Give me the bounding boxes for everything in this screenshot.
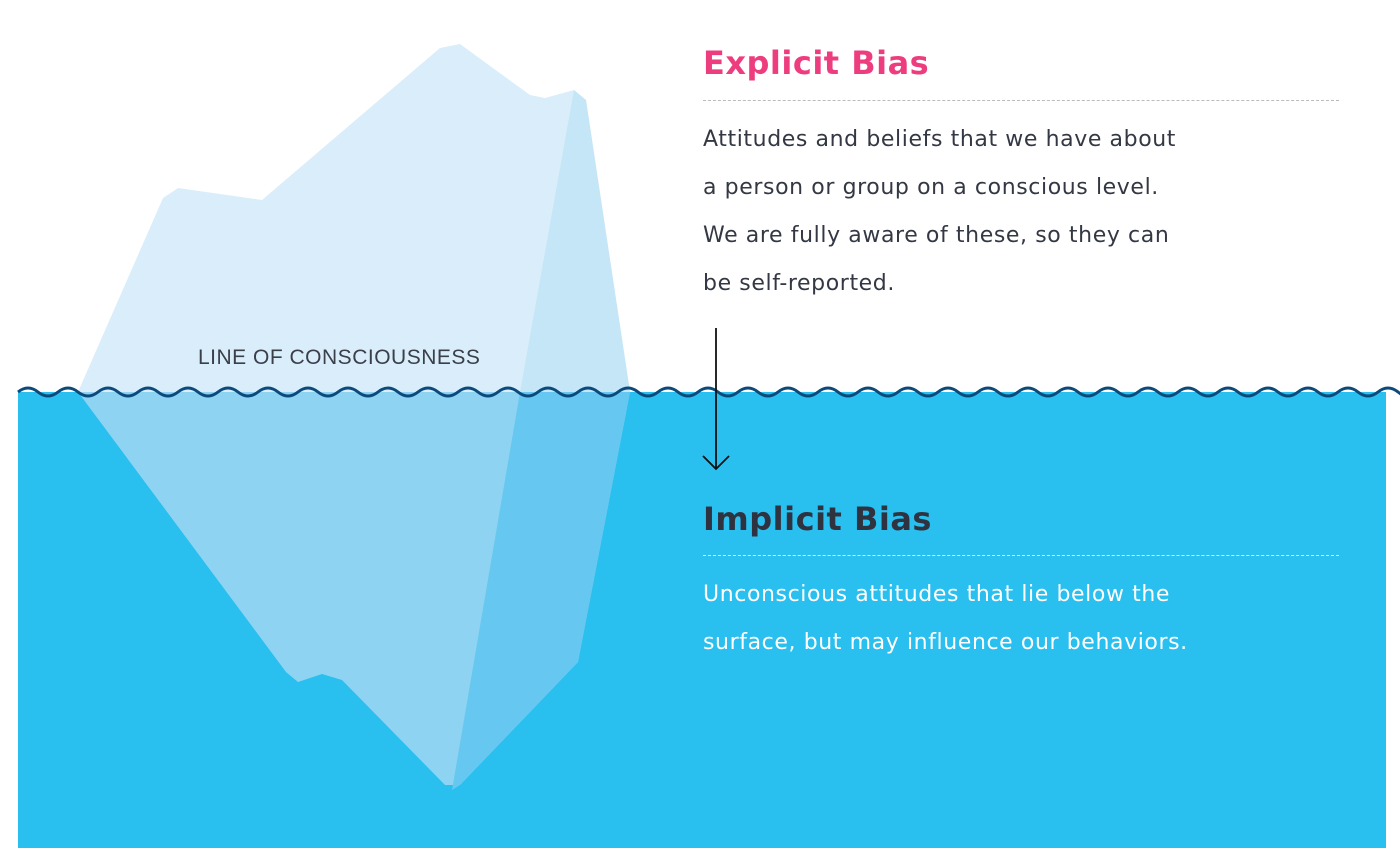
iceberg-above-water [78, 44, 630, 392]
implicit-bias-description: Unconscious attitudes that lie below the… [703, 571, 1343, 667]
explicit-bias-description: Attitudes and beliefs that we have about… [703, 116, 1323, 308]
implicit-divider [703, 555, 1339, 556]
line-of-consciousness-label: LINE OF CONSCIOUSNESS [198, 346, 481, 369]
explicit-divider [703, 100, 1339, 101]
arrow-head-icon [702, 455, 730, 471]
text-line: a person or group on a conscious level. [703, 175, 1159, 200]
text-line: Unconscious attitudes that lie below the [703, 582, 1171, 607]
iceberg-below-facet [452, 392, 630, 790]
explicit-bias-title: Explicit Bias [703, 44, 930, 82]
wave-line [17, 386, 1400, 398]
text-line: Attitudes and beliefs that we have about [703, 127, 1177, 152]
text-line: surface, but may influence our behaviors… [703, 630, 1188, 655]
implicit-bias-title: Implicit Bias [703, 500, 932, 538]
text-line: be self-reported. [703, 271, 895, 296]
text-line: We are fully aware of these, so they can [703, 223, 1170, 248]
iceberg-above-facet [520, 90, 630, 392]
